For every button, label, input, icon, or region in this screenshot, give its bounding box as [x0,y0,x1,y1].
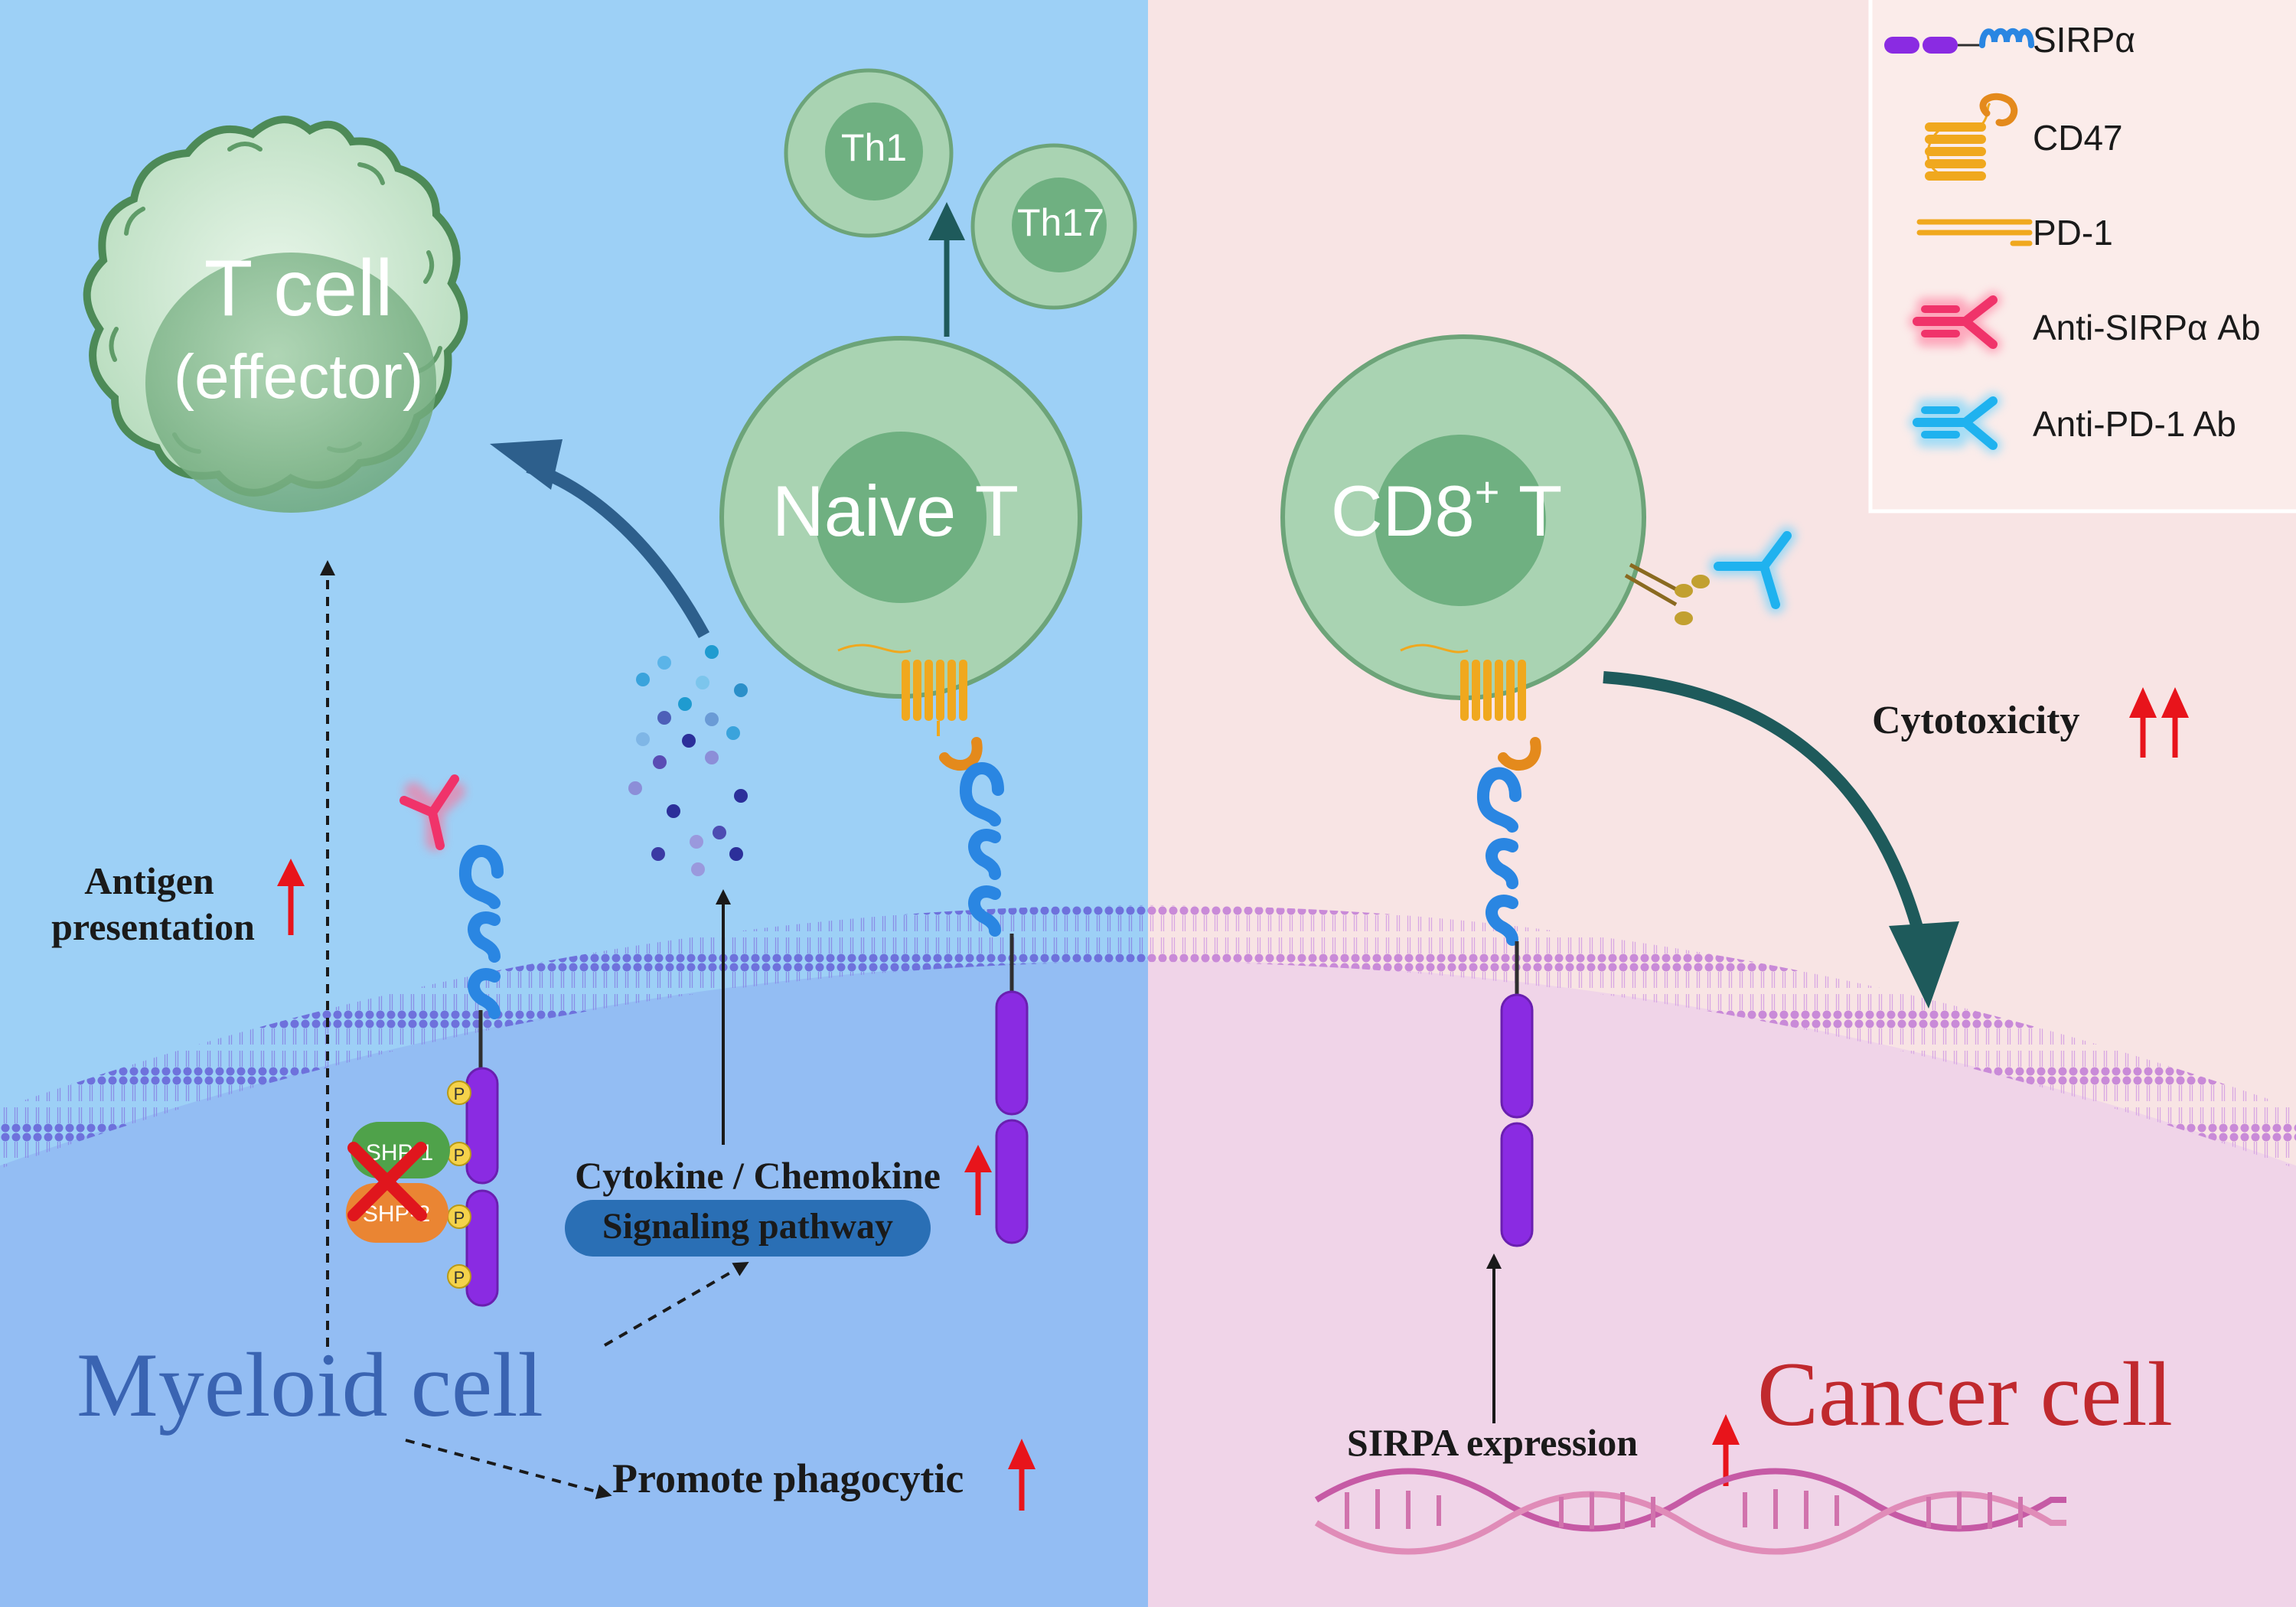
t-effector-title: T cell [204,244,393,333]
signaling-label: Signaling pathway [602,1206,893,1247]
antigen-up-arrow [277,859,305,935]
legend-label-anti-sirpa: Anti-SIRPα Ab [2033,308,2261,347]
naive-to-th-arrow [928,202,965,337]
myeloid-cell-label: Myeloid cell [77,1334,543,1436]
cancer-cell-label: Cancer cell [1757,1343,2173,1445]
t-effector-cell: T cell (effector) [83,116,468,513]
legend-label-anti-pd1: Anti-PD-1 Ab [2033,404,2236,444]
sirpa-receptor-right [1477,767,1534,1247]
legend-label-cd47: CD47 [2033,118,2123,158]
pd1-icon [1916,219,2033,246]
cd8-label: CD8+ T [1331,468,1563,551]
phospho-label-4: P [454,1268,465,1287]
anti-pd1-antibody-icon [1909,393,2001,454]
sirpa-expression-label: SIRPA expression [1347,1421,1638,1464]
cytotoxicity-label: Cytotoxicity [1872,699,2079,742]
legend: SIRPα CD47 PD-1 Anti-SIRPα Ab Anti-PD-1 … [1868,0,2296,513]
cd8-label-suffix: T [1499,471,1562,551]
dna-helix-icon [1314,1468,2066,1555]
legend-label-sirpa: SIRPα [2033,20,2135,60]
cytokine-label: Cytokine / Chemokine [575,1154,941,1197]
th17-label: Th17 [1017,201,1104,244]
phospho-label-3: P [454,1208,465,1227]
cytokine-particles [628,645,748,876]
anti-pd1-antibody-bound [1709,526,1796,614]
sirpa-receptor-left [459,845,504,1307]
cancer-cytoplasm [1148,960,2296,1607]
naive-cd47 [837,644,983,771]
cd8-label-sup: + [1475,468,1500,516]
inhibition-cross-icon [347,1142,427,1221]
antigen-label-line1: Antigen [84,859,214,902]
naive-t-cell: Naive T [719,336,1082,699]
cytotoxicity-double-up-arrow [2129,687,2189,758]
naive-t-label: Naive T [772,471,1019,551]
legend-label-pd1: PD-1 [2033,213,2113,253]
sirpa-icon [1884,28,2034,54]
cd47-icon [1925,93,2018,181]
myeloid-to-phagocytic-dashed-arrow [405,1439,612,1500]
t-effector-subtitle: (effector) [174,342,424,412]
phospho-label-2: P [454,1146,465,1165]
shp-phosphatases: SHP-1 SHP-2 [346,1122,450,1243]
signaling-pathway-box [565,1200,931,1257]
antigen-label-line2: presentation [51,905,255,948]
pd1-on-cd8 [1624,562,1710,625]
anti-sirpa-antibody-bound [400,774,465,851]
cd8-label-main: CD8 [1331,471,1475,551]
th1-cell: Th1 [784,68,954,238]
anti-sirpa-antibody-icon [1909,292,2001,353]
naive-to-effector-arrow [490,439,710,638]
phospho-sites: P P P P [447,1081,471,1289]
phospho-label-1: P [454,1084,465,1103]
phagocytic-label: Promote phagocytic [612,1455,964,1501]
cd8-cd47 [1400,644,1541,771]
th1-label: Th1 [841,126,907,169]
phagocytic-up-arrow [1008,1439,1035,1511]
t-effector-nucleus [145,253,436,513]
myeloid-cytoplasm [0,960,1148,1607]
cell-membrane-right [1148,905,2296,1169]
cd8-t-cell: CD8+ T [1280,334,1646,700]
sirpa-receptor-center [960,762,1029,1244]
cytokine-up-arrow [964,1145,992,1215]
cell-membrane-left [0,905,1148,1169]
cd8-to-cancer-arrow [1603,671,1959,1009]
th17-cell: Th17 [970,143,1137,310]
